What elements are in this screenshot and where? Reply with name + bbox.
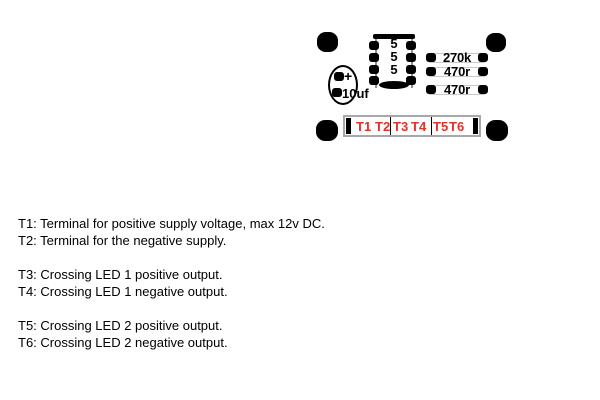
capacitor-polarity-label: + <box>344 68 353 84</box>
pcb-diagram: 5 5 5 + 10uf 270k 470r 470r T1 T2 T3 T4 … <box>300 20 515 148</box>
note-group-led2: T5: Crossing LED 2 positive output. T6: … <box>18 317 325 351</box>
terminal-end-cap <box>473 118 478 134</box>
terminal-label-t2: T2 <box>375 119 391 134</box>
capacitor-body <box>328 65 358 105</box>
ic-chip-bottom-bar <box>379 81 409 89</box>
terminal-notes: T1: Terminal for positive supply voltage… <box>18 215 325 368</box>
resistor-470r-2: 470r <box>426 82 488 97</box>
ic-pin-pad <box>369 41 379 50</box>
note-group-led1: T3: Crossing LED 1 positive output. T4: … <box>18 266 325 300</box>
ic-pin-pad <box>406 41 416 50</box>
terminal-label-t1: T1 <box>356 119 372 134</box>
resistor-pad <box>426 53 436 62</box>
corner-pad-bottom-right <box>486 120 508 141</box>
resistor-value-label: 470r <box>444 64 470 79</box>
ic-label-digit: 5 <box>390 36 398 51</box>
terminal-label-t5: T5 <box>433 119 449 134</box>
resistor-270k: 270k <box>426 50 488 65</box>
resistor-pad <box>426 67 436 76</box>
ic-label-digit: 5 <box>390 49 398 64</box>
corner-pad-bottom-left <box>316 120 338 141</box>
resistor-pad <box>426 85 436 94</box>
ic-chip-top-bar <box>373 34 415 39</box>
capacitor-negative-pad <box>332 88 342 97</box>
corner-pad-top-left <box>317 32 338 52</box>
ic-pin-pad <box>406 53 416 62</box>
ic-label-digit: 5 <box>390 62 398 77</box>
terminal-label-t4: T4 <box>411 119 427 134</box>
resistor-value-label: 270k <box>442 50 472 65</box>
capacitor-value-label: 10uf <box>342 86 369 101</box>
terminal-divider <box>390 117 391 135</box>
corner-pad-top-right <box>486 33 506 52</box>
resistor-pad <box>478 85 488 94</box>
ic-pin-pad <box>369 76 379 85</box>
terminal-label-t6: T6 <box>449 119 465 134</box>
terminal-divider <box>431 117 432 135</box>
resistor-470r-1: 470r <box>426 64 488 79</box>
capacitor-positive-pad <box>334 72 344 81</box>
ic-pin-pad <box>369 53 379 62</box>
terminal-label-t3: T3 <box>393 119 409 134</box>
note-line-t5: T5: Crossing LED 2 positive output. <box>18 318 223 333</box>
ic-pin-pad <box>406 65 416 74</box>
terminal-end-cap <box>346 118 351 134</box>
ic-pin-pad <box>406 76 416 85</box>
note-line-t4: T4: Crossing LED 1 negative output. <box>18 284 228 299</box>
terminal-strip: T1 T2 T3 T4 T5 T6 <box>343 115 481 137</box>
note-line-t6: T6: Crossing LED 2 negative output. <box>18 335 228 350</box>
note-line-t2: T2: Terminal for the negative supply. <box>18 233 227 248</box>
resistor-pad <box>478 53 488 62</box>
note-group-supply: T1: Terminal for positive supply voltage… <box>18 215 325 249</box>
note-line-t3: T3: Crossing LED 1 positive output. <box>18 267 223 282</box>
resistor-value-label: 470r <box>444 82 470 97</box>
resistor-pad <box>478 67 488 76</box>
ic-555-label: 5 5 5 <box>375 37 413 76</box>
note-line-t1: T1: Terminal for positive supply voltage… <box>18 216 325 231</box>
ic-pin-pad <box>369 65 379 74</box>
